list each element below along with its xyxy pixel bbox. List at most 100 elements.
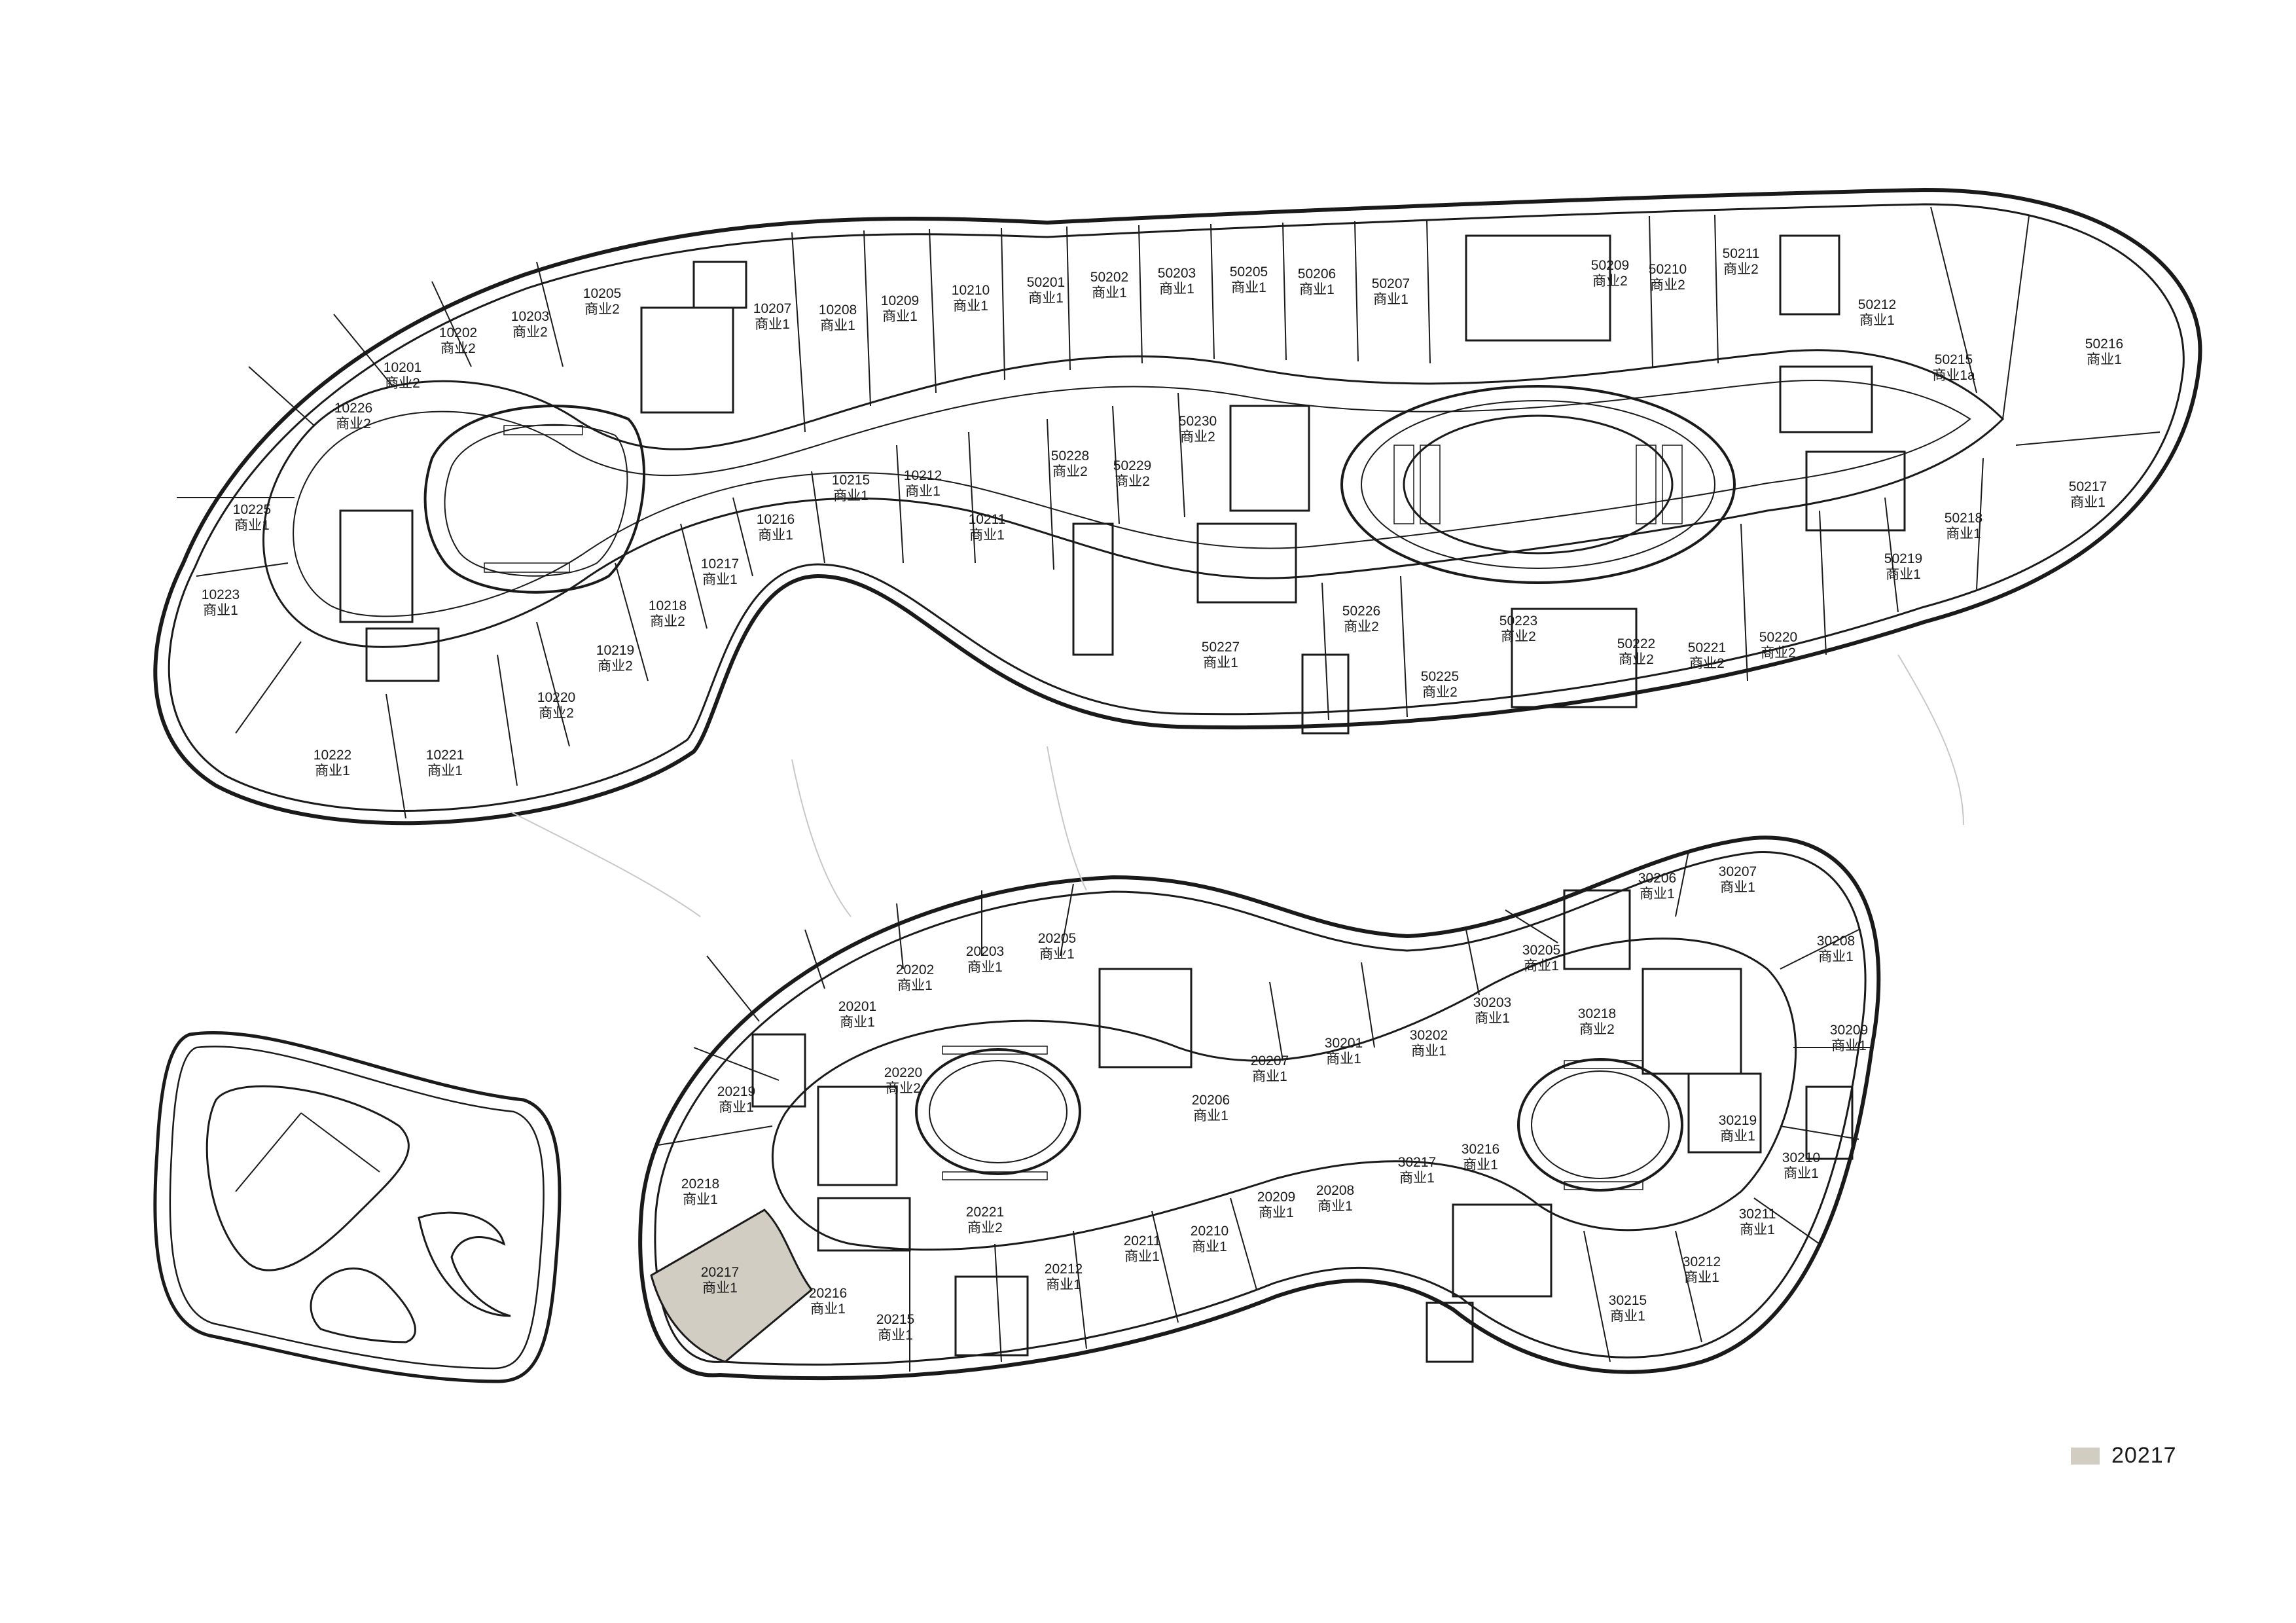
unit-number: 20209: [1257, 1190, 1295, 1205]
unit-use: 商业1: [1886, 567, 1921, 582]
unit-number: 30207: [1719, 864, 1757, 879]
unit-number: 30215: [1609, 1293, 1647, 1308]
unit-use: 商业2: [385, 376, 420, 391]
south-partitions: [654, 850, 1872, 1372]
unit-use: 商业2: [1689, 656, 1725, 671]
unit-number: 50218: [1945, 511, 1982, 526]
unit-use: 商业2: [539, 706, 574, 721]
north-mall-corridor: [262, 349, 2005, 648]
unit-use: 商业1: [820, 318, 855, 333]
unit-use: 商业1a: [1932, 368, 1975, 383]
unit-number: 50215: [1935, 352, 1973, 367]
north-cores: [339, 234, 1906, 735]
unit-number: 20205: [1038, 931, 1076, 946]
unit-number: 10201: [384, 360, 422, 375]
unit-number: 10207: [753, 301, 791, 316]
legend-swatch: [2071, 1447, 2100, 1465]
unit-number: 50217: [2069, 479, 2107, 494]
unit-number: 10226: [334, 401, 372, 416]
unit-use: 商业2: [1501, 629, 1536, 644]
unit-number: 10216: [757, 512, 795, 527]
unit-number: 20216: [809, 1286, 847, 1301]
unit-use: 商业1: [1818, 949, 1854, 964]
unit-number: 30219: [1719, 1113, 1757, 1128]
unit-use: 商业1: [1252, 1069, 1287, 1084]
unit-number: 10219: [596, 643, 634, 658]
unit-use: 商业1: [1193, 1108, 1229, 1123]
north-escalators: [484, 425, 1683, 573]
unit-number: 50223: [1499, 613, 1537, 629]
south-cores: [751, 889, 1854, 1363]
south-atrium-east: [1517, 1058, 1683, 1192]
unit-number: 10211: [969, 512, 1006, 527]
unit-use: 商业1: [1039, 947, 1075, 962]
unit-number: 10202: [439, 325, 477, 340]
unit-use: 商业1: [758, 528, 793, 543]
unit-number: 10222: [314, 748, 351, 763]
south-facade-inner: [654, 851, 1867, 1366]
unit-use: 商业1: [1720, 880, 1755, 895]
unit-number: 30217: [1398, 1155, 1436, 1170]
south-atrium-east-inner: [1531, 1070, 1670, 1179]
north-atrium-west-inner: [444, 424, 628, 577]
north-facade-inner: [168, 203, 2185, 812]
unit-use: 商业2: [1052, 464, 1088, 479]
pavilion-ridge: [235, 1112, 380, 1192]
unit-use: 商业1: [1784, 1166, 1819, 1181]
unit-use: 商业1: [1192, 1239, 1227, 1254]
unit-use: 商业1: [1610, 1309, 1645, 1324]
unit-use: 商业2: [1115, 474, 1150, 489]
unit-number: 50228: [1051, 448, 1089, 464]
unit-number: 50225: [1421, 669, 1459, 684]
unit-number: 50212: [1858, 297, 1896, 312]
unit-use: 商业2: [336, 416, 371, 431]
unit-use: 商业1: [882, 309, 918, 324]
pavilion-outer: [153, 1030, 562, 1383]
north-partitions: [177, 206, 2161, 819]
unit-use: 商业2: [440, 341, 476, 356]
unit-number: 50203: [1158, 266, 1196, 281]
unit-use: 商业1: [840, 1015, 875, 1030]
unit-number: 10218: [649, 598, 687, 613]
pavilion: [153, 1030, 562, 1383]
unit-use: 商业2: [886, 1081, 921, 1096]
south-facade-outer: [638, 835, 1881, 1380]
unit-use: 商业2: [1761, 646, 1796, 661]
unit-number: 30216: [1462, 1142, 1499, 1157]
unit-number: 10205: [583, 286, 621, 301]
unit-use: 商业1: [1028, 291, 1064, 306]
unit-use: 商业2: [1650, 278, 1685, 293]
